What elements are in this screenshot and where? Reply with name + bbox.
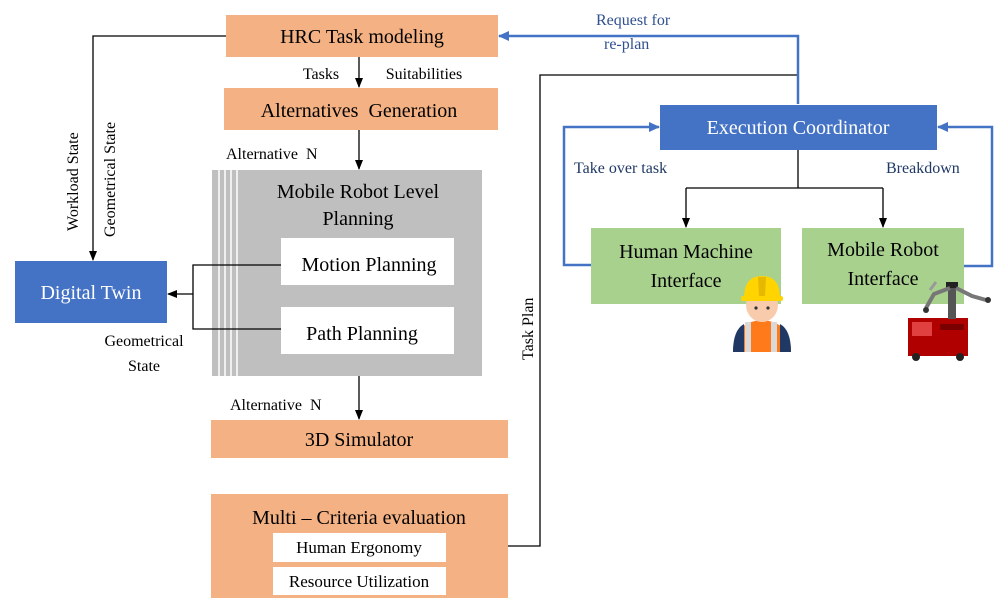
- resource-utilization-node: Resource Utilization: [273, 567, 446, 595]
- execution-coordinator-node: Execution Coordinator: [660, 105, 937, 150]
- resource-utilization-label: Resource Utilization: [289, 572, 430, 591]
- label-workload-state: Workload State: [65, 132, 82, 231]
- alternatives-generation-label: Alternatives Generation: [261, 100, 458, 122]
- path-planning-node: Path Planning: [281, 307, 454, 354]
- hrc-task-modeling-node: HRC Task modeling: [226, 15, 498, 57]
- connector-planning-bracket: [192, 264, 281, 330]
- arrow-workload-state: [89, 35, 226, 261]
- connector-task-plan: [508, 74, 798, 547]
- multi-criteria-evaluation-label: Multi – Criteria evaluation: [252, 507, 466, 529]
- simulator-3d-node: 3D Simulator: [211, 420, 508, 458]
- worker-icon: [733, 276, 791, 352]
- mobile-robot-level-planning-label-1: Mobile Robot Level: [277, 181, 440, 203]
- label-request-replan-2: re-plan: [604, 36, 649, 53]
- label-suitabilities: Suitabilities: [386, 66, 462, 83]
- label-task-plan: Task Plan: [520, 298, 537, 360]
- motion-planning-label: Motion Planning: [301, 254, 436, 276]
- label-alternative-n-top: Alternative N: [226, 146, 318, 163]
- human-ergonomy-node: Human Ergonomy: [273, 533, 446, 562]
- label-geometrical-state-1: Geometrical: [104, 333, 184, 350]
- label-tasks: Tasks: [303, 66, 339, 83]
- arrow-breakdown: [937, 122, 994, 268]
- label-geometrical-state-2: State: [128, 358, 160, 375]
- arrow-take-over-task: [562, 122, 660, 267]
- mobile-robot-interface-label-2: Interface: [847, 268, 918, 290]
- digital-twin-node: Digital Twin: [15, 261, 167, 323]
- hrc-task-modeling-label: HRC Task modeling: [280, 26, 444, 48]
- mobile-robot-interface-label-1: Mobile Robot: [827, 239, 939, 261]
- arrow-request-replan: [498, 31, 800, 104]
- human-machine-interface-label-1: Human Machine: [619, 241, 753, 263]
- multi-criteria-evaluation-node: Multi – Criteria evaluation Human Ergono…: [211, 494, 508, 598]
- label-alternative-n-bottom: Alternative N: [230, 397, 322, 414]
- digital-twin-label: Digital Twin: [40, 282, 141, 304]
- alternatives-generation-node: Alternatives Generation: [224, 88, 498, 130]
- execution-coordinator-label: Execution Coordinator: [707, 117, 890, 139]
- human-machine-interface-label-2: Interface: [650, 270, 721, 292]
- label-breakdown: Breakdown: [886, 160, 960, 177]
- human-ergonomy-label: Human Ergonomy: [296, 538, 422, 557]
- label-geometrical-state-vertical: Geometrical State: [102, 122, 119, 237]
- label-take-over-task: Take over task: [574, 160, 667, 177]
- label-request-replan-1: Request for: [596, 12, 671, 29]
- path-planning-label: Path Planning: [306, 323, 418, 345]
- mobile-robot-icon: [908, 281, 991, 361]
- simulator-3d-label: 3D Simulator: [305, 429, 414, 451]
- mobile-robot-level-planning-label-2: Planning: [322, 208, 393, 230]
- motion-planning-node: Motion Planning: [281, 238, 454, 285]
